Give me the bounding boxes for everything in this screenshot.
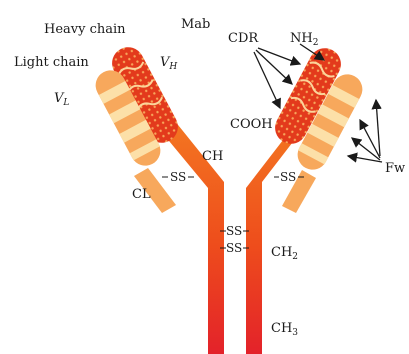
cdr-label: CDR (228, 31, 259, 46)
ch-label: CH (202, 149, 223, 164)
vl-label: VL (54, 91, 69, 108)
hinge-disulfide-bottom-label: SS (226, 241, 242, 255)
disulfide-left-label: SS (170, 170, 186, 184)
ch3-label: CH3 (271, 321, 298, 338)
mab-title: Mab (181, 17, 210, 32)
disulfide-right-label: SS (280, 170, 296, 184)
hinge-disulfide-top-label: SS (226, 224, 242, 238)
heavy-chain-left-stem (150, 110, 224, 354)
cl-label: CL (132, 187, 151, 202)
ch2-label: CH2 (271, 245, 298, 262)
light-chain-label: Light chain (14, 55, 89, 70)
cooh-label: COOH (230, 117, 273, 132)
fw-label: Fw (385, 161, 405, 176)
vh-label: VH (160, 55, 177, 72)
heavy-chain-label: Heavy chain (44, 22, 126, 37)
nh2-label: NH2 (290, 31, 318, 48)
